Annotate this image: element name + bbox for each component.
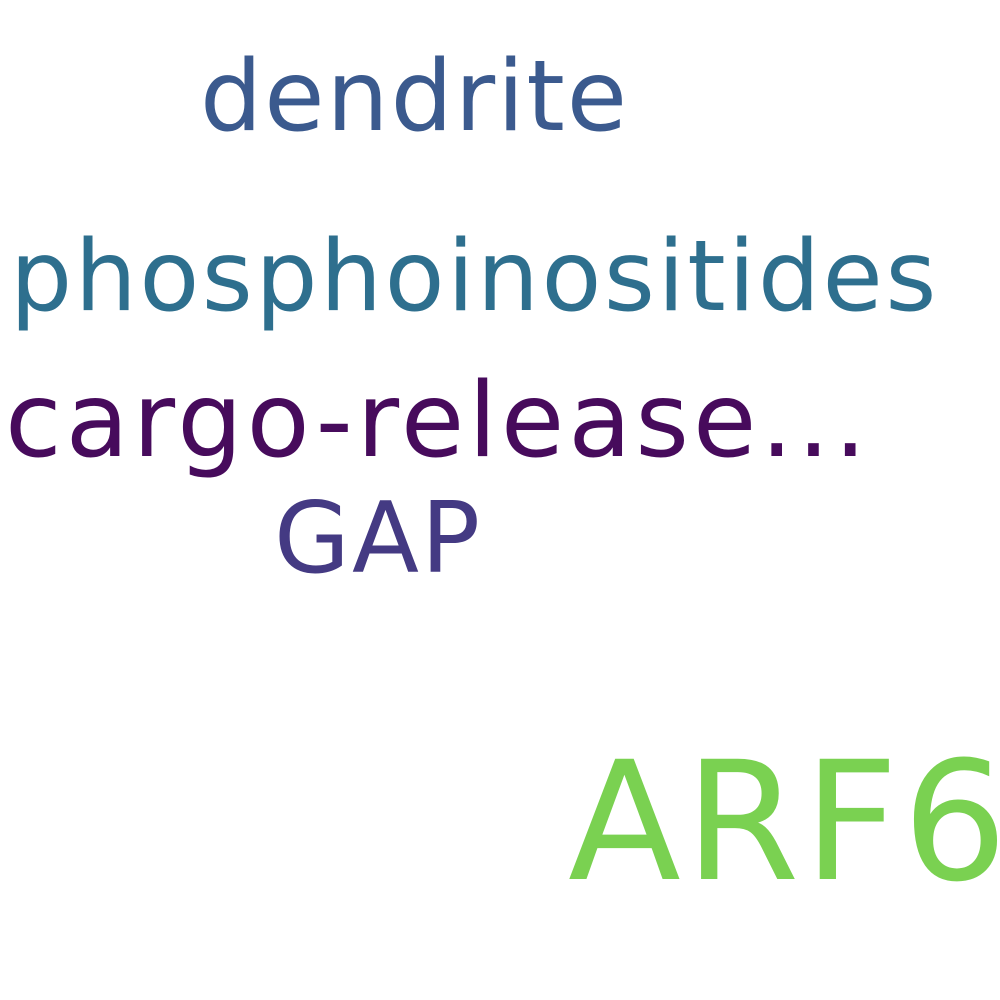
word-phosphoinositides: phosphoinositides <box>10 220 939 334</box>
word-cargo-release: cargo-release... <box>5 361 871 481</box>
word-arf6: ARF6 <box>568 726 1000 918</box>
word-dendrite: dendrite <box>200 40 630 154</box>
word-gap: GAP <box>274 482 483 596</box>
